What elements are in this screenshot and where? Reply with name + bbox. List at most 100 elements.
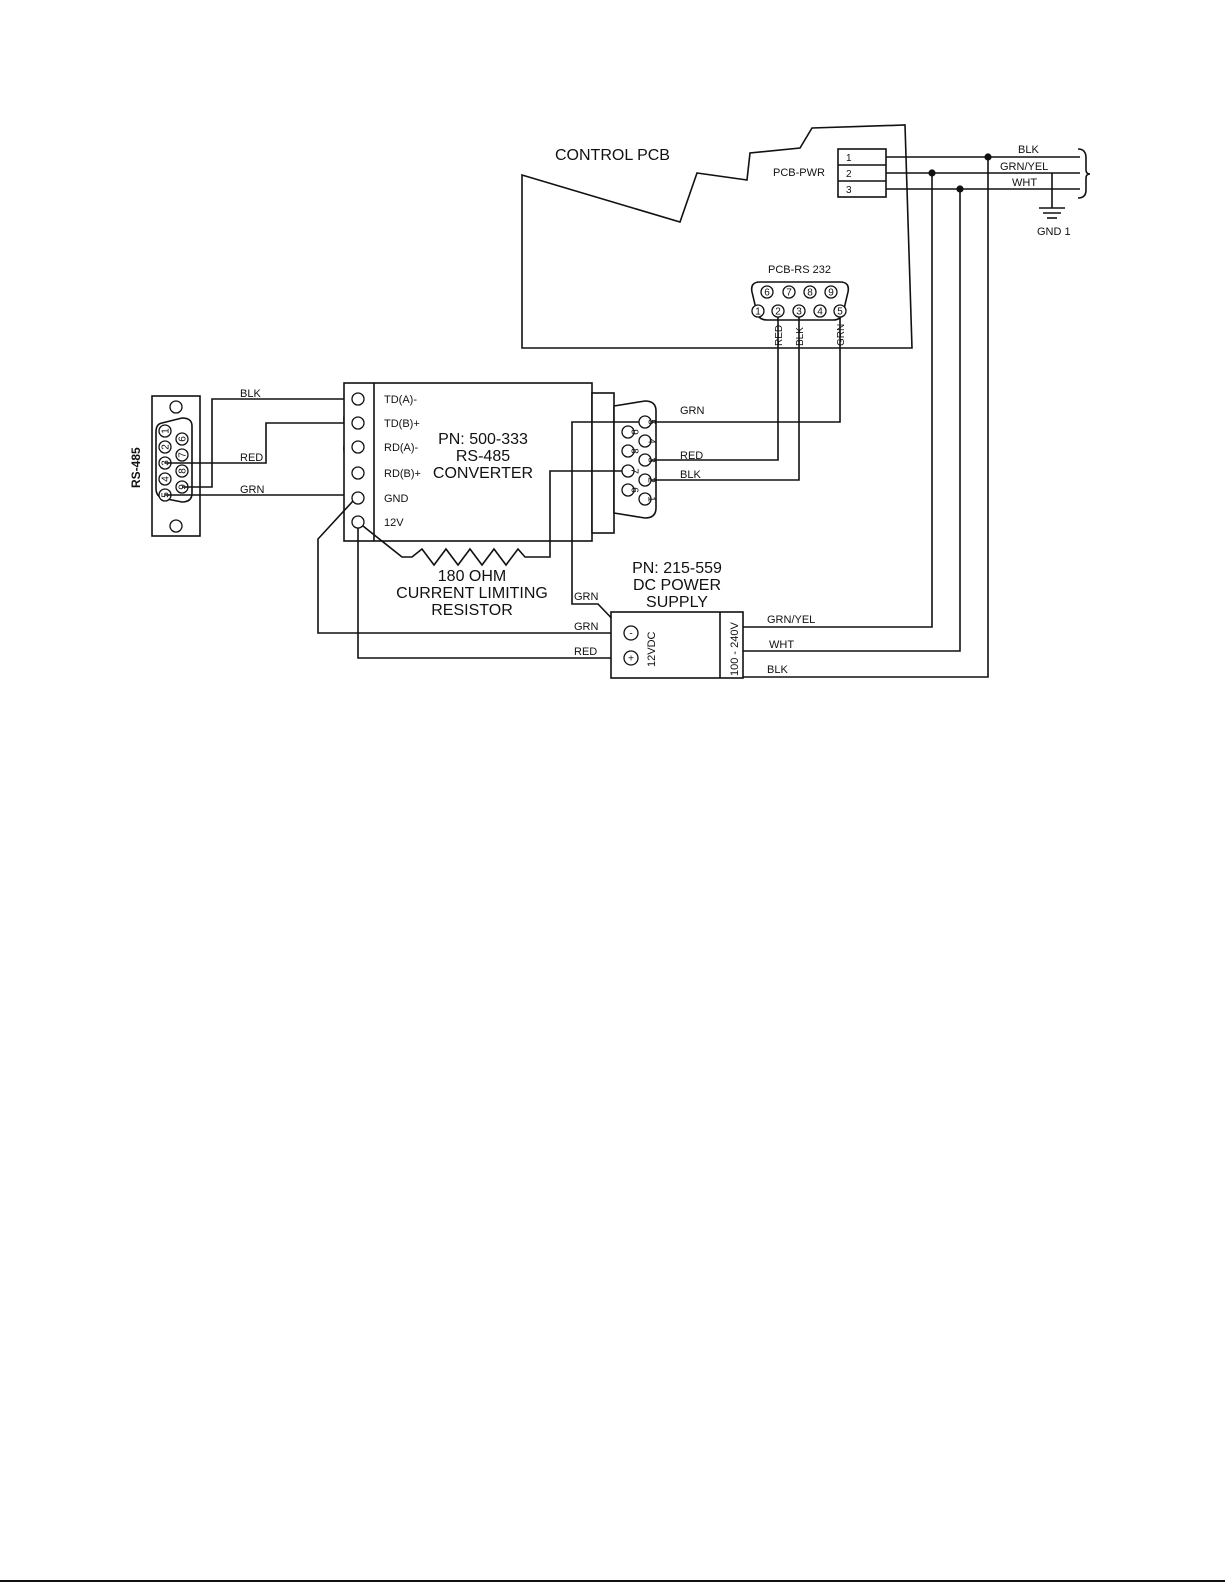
pcb-pwr-connector: 1 2 3 bbox=[837, 148, 887, 198]
mains-wire-blk-label: BLK bbox=[1018, 144, 1039, 156]
psu-wire-blk-label: BLK bbox=[767, 664, 788, 676]
mains-wiring: BLK GRN/YEL WHT GND 1 bbox=[886, 144, 1091, 238]
wire-red-label: RED bbox=[240, 452, 263, 464]
psu-wire-grnyel bbox=[743, 173, 933, 628]
rs485-pin-label: 1 bbox=[161, 428, 172, 434]
terminal-td-a-label: TD(A)- bbox=[384, 394, 417, 406]
pcb-rs232-label: PCB-RS 232 bbox=[768, 264, 831, 276]
wire-grn-label: GRN bbox=[240, 484, 265, 496]
psu-plus-symbol: + bbox=[628, 654, 634, 665]
rs485-mount-hole bbox=[169, 400, 183, 414]
converter-db9-pin-label: 4 bbox=[646, 438, 657, 444]
psu-pn: PN: 215-559 bbox=[632, 560, 722, 577]
rs485-pin-label: 6 bbox=[178, 436, 189, 442]
rs232-wire-grn-label: GRN bbox=[680, 405, 705, 417]
pcb-pwr-pin-2: 2 bbox=[846, 169, 852, 180]
rs485-pin-label: 2 bbox=[161, 444, 172, 450]
converter-db9-pin-label: 8 bbox=[629, 448, 640, 454]
psu-wire-wht-label: WHT bbox=[769, 639, 794, 651]
mains-wire-grnyel-label: GRN/YEL bbox=[1000, 161, 1048, 173]
pcb-rs232-connector: PCB-RS 232 6 7 8 9 1 2 3 4 5 RED BLK GRN bbox=[750, 264, 850, 346]
wire-red-td-b bbox=[165, 422, 352, 464]
resistor-line3: RESISTOR bbox=[431, 602, 513, 619]
rs485-pin bbox=[175, 464, 189, 478]
rs485-pin bbox=[158, 472, 172, 486]
psu-plus-terminal bbox=[623, 650, 639, 666]
rs485-port-label: RS-485 bbox=[129, 447, 143, 488]
wire-grn-db9-to-psu bbox=[571, 421, 639, 628]
pcb-pwr-pin-1: 1 bbox=[846, 153, 852, 164]
resistor-line2: CURRENT LIMITING bbox=[396, 585, 548, 602]
converter-db9-pin-label: 6 bbox=[629, 487, 640, 493]
terminal-td-b-label: TD(B)+ bbox=[384, 418, 420, 430]
pcb-rs232-pin bbox=[760, 285, 774, 299]
psu-minus-terminal bbox=[623, 625, 639, 641]
converter-db9-pin bbox=[621, 444, 635, 458]
converter-db9-pin-label: 1 bbox=[646, 496, 657, 502]
rs232-wiring: GRN RED BLK bbox=[651, 317, 841, 481]
psu-wire-grn-upper-label: GRN bbox=[574, 591, 599, 603]
mains-wire-wht-label: WHT bbox=[1012, 177, 1037, 189]
psu-body bbox=[610, 611, 744, 679]
terminal-screw bbox=[351, 416, 365, 430]
rs485-pin-label: 4 bbox=[161, 476, 172, 482]
wire-grn-gnd-to-psu bbox=[317, 500, 620, 634]
psu-minus-symbol: - bbox=[629, 629, 632, 640]
converter-db9-pin-label: 7 bbox=[629, 468, 640, 474]
pcb-rs232-pin-label: 6 bbox=[764, 288, 770, 299]
terminal-screw bbox=[351, 466, 365, 480]
pcb-rs232-wire-grn-label: GRN bbox=[836, 324, 847, 346]
rs485-pin bbox=[175, 432, 189, 446]
pcb-rs232-pin-label: 7 bbox=[786, 288, 792, 299]
psu-wire-wht bbox=[743, 189, 961, 652]
control-pcb-outline bbox=[521, 124, 913, 349]
pcb-pwr-pin-3: 3 bbox=[846, 185, 852, 196]
pcb-rs232-wire-blk-label: BLK bbox=[795, 327, 806, 346]
power-supply: PN: 215-559 DC POWER SUPPLY - + 12VDC 10… bbox=[610, 560, 744, 679]
psu-wire-grn-lower-label: GRN bbox=[574, 621, 599, 633]
current-limiting-resistor bbox=[362, 470, 622, 567]
pcb-rs232-pin bbox=[803, 285, 817, 299]
pcb-rs232-pin-label: 8 bbox=[807, 288, 813, 299]
psu-ac-label: 100 - 240V bbox=[729, 622, 741, 676]
terminal-screw bbox=[351, 515, 365, 529]
converter-line2: RS-485 bbox=[456, 448, 510, 465]
terminal-rd-b-label: RD(B)+ bbox=[384, 468, 421, 480]
terminal-screw bbox=[351, 440, 365, 454]
wire-blk-pin2 bbox=[651, 317, 800, 481]
pcb-rs232-pin-label: 1 bbox=[755, 307, 761, 318]
converter-pn: PN: 500-333 bbox=[438, 431, 528, 448]
resistor-line1: 180 OHM bbox=[438, 568, 506, 585]
rs485-wiring: BLK RED GRN bbox=[165, 388, 353, 496]
converter-db9-pin-label: 9 bbox=[629, 429, 640, 435]
psu-line3: SUPPLY bbox=[646, 594, 708, 611]
rs485-port: 1 2 3 4 5 6 7 8 9 RS-485 bbox=[129, 395, 201, 537]
converter-db9-pin bbox=[638, 434, 652, 448]
control-pcb: CONTROL PCB PCB-PWR 1 2 3 PCB-RS 232 6 7… bbox=[521, 124, 913, 349]
wire-red-12v-to-psu bbox=[357, 528, 620, 659]
terminal-gnd-label: GND bbox=[384, 493, 409, 505]
pcb-rs232-pin bbox=[782, 285, 796, 299]
wire-blk-label: BLK bbox=[240, 388, 261, 400]
terminal-screw bbox=[351, 491, 365, 505]
pcb-rs232-pin bbox=[824, 285, 838, 299]
pcb-rs232-pin bbox=[751, 304, 765, 318]
pcb-rs232-pin-label: 2 bbox=[775, 307, 781, 318]
psu-ac-wiring: GRN/YEL WHT BLK bbox=[743, 157, 989, 678]
pcb-rs232-pin-label: 5 bbox=[837, 307, 843, 318]
rs232-wire-blk-label: BLK bbox=[680, 469, 701, 481]
pcb-rs232-wire-red-label: RED bbox=[774, 325, 785, 346]
rs485-mount-hole bbox=[169, 519, 183, 533]
psu-wire-red-label: RED bbox=[574, 646, 597, 658]
psu-dc-label: 12VDC bbox=[646, 631, 658, 667]
mains-brace bbox=[1077, 148, 1091, 199]
pcb-rs232-pin-label: 9 bbox=[828, 288, 834, 299]
converter-line3: CONVERTER bbox=[433, 465, 533, 482]
psu-wire-grnyel-label: GRN/YEL bbox=[767, 614, 815, 626]
rs485-pin bbox=[175, 448, 189, 462]
pcb-rs232-pin-label: 3 bbox=[796, 307, 802, 318]
power-wiring: 180 OHM CURRENT LIMITING RESISTOR GRN GR… bbox=[317, 421, 639, 659]
terminal-12v-label: 12V bbox=[384, 517, 404, 529]
rs485-pin bbox=[158, 424, 172, 438]
